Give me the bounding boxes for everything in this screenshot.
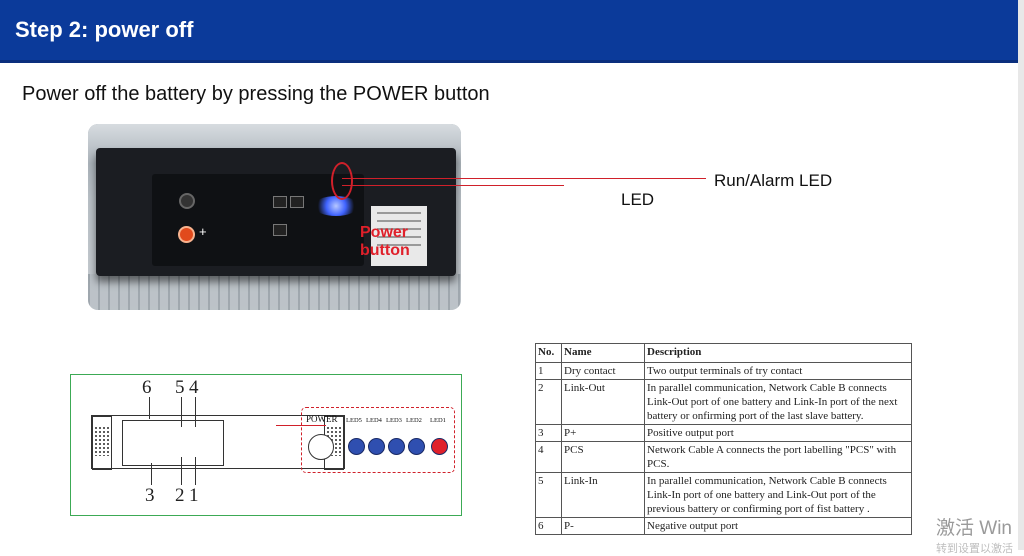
table-row: 2 Link-Out In parallel communication, Ne… bbox=[535, 379, 912, 425]
row-description: Two output terminals of try contact bbox=[644, 362, 912, 380]
slide-header: Step 2: power off bbox=[0, 0, 1018, 63]
instruction-text: Power off the battery by pressing the PO… bbox=[22, 83, 490, 105]
led2-icon bbox=[408, 438, 425, 455]
led1-icon bbox=[431, 438, 448, 455]
row-number: 3 bbox=[535, 424, 562, 442]
led3-icon bbox=[388, 438, 405, 455]
link-out-port-icon bbox=[273, 224, 287, 236]
leader-line-2 bbox=[181, 457, 182, 485]
plus-sign: + bbox=[199, 224, 207, 239]
power-button-highlight bbox=[331, 162, 353, 200]
terminal-panel bbox=[122, 420, 224, 466]
led3-label: LED3 bbox=[386, 417, 402, 424]
led4-label: LED4 bbox=[366, 417, 382, 424]
row-description: Negative output port bbox=[644, 517, 912, 535]
row-name: Link-Out bbox=[561, 379, 645, 425]
negative-terminal-icon bbox=[179, 193, 195, 209]
window-edge bbox=[1018, 0, 1024, 550]
link-in-port-icon bbox=[273, 196, 287, 208]
column-header-name: Name bbox=[561, 343, 645, 363]
column-header-no: No. bbox=[535, 343, 562, 363]
table-row: 4 PCS Network Cable A connects the port … bbox=[535, 441, 912, 473]
table-row: 1 Dry contact Two output terminals of tr… bbox=[535, 362, 912, 380]
activate-windows-subtext: 转到设置以激活 bbox=[936, 543, 1013, 555]
power-label: POWER bbox=[306, 414, 338, 424]
diagram-number-3: 3 bbox=[145, 485, 155, 506]
row-name: P- bbox=[561, 517, 645, 535]
battery-photo: + Power button bbox=[88, 124, 461, 310]
battery-front-panel bbox=[152, 174, 364, 266]
led5-icon bbox=[348, 438, 365, 455]
photo-table-surface bbox=[88, 274, 461, 310]
table-row: 5 Link-In In parallel communication, Net… bbox=[535, 472, 912, 518]
power-led-zoom-panel: POWER LED5 LED4 LED3 LED2 LED1 bbox=[301, 407, 455, 473]
power-button-label: Power button bbox=[360, 224, 410, 259]
row-name: Link-In bbox=[561, 472, 645, 518]
port-description-table: No. Name Description 1 Dry contact Two o… bbox=[535, 343, 912, 535]
leader-line-4 bbox=[195, 397, 196, 427]
left-mount-ear bbox=[92, 416, 112, 470]
pcs-port-icon bbox=[290, 196, 304, 208]
leader-line-3 bbox=[151, 463, 152, 485]
leader-line-1 bbox=[195, 457, 196, 485]
led5-label: LED5 bbox=[346, 417, 362, 424]
row-number: 6 bbox=[535, 517, 562, 535]
column-header-description: Description bbox=[644, 343, 912, 363]
row-description: Positive output port bbox=[644, 424, 912, 442]
row-number: 2 bbox=[535, 379, 562, 425]
positive-terminal-icon bbox=[178, 226, 195, 243]
row-name: P+ bbox=[561, 424, 645, 442]
battery-diagram: 6 5 4 3 2 1 POWER LED5 LED4 LED3 LED2 LE… bbox=[70, 374, 462, 516]
diagram-number-1: 1 bbox=[189, 485, 199, 506]
row-name: Dry contact bbox=[561, 362, 645, 380]
table-row: 6 P- Negative output port bbox=[535, 517, 912, 535]
row-number: 1 bbox=[535, 362, 562, 380]
row-number: 4 bbox=[535, 441, 562, 473]
diagram-number-6: 6 bbox=[142, 377, 152, 398]
diagram-number-4: 4 bbox=[189, 377, 199, 398]
led-label: LED bbox=[621, 190, 655, 209]
led-glow-icon bbox=[314, 196, 358, 216]
led4-icon bbox=[368, 438, 385, 455]
row-description: Network Cable A connects the port labell… bbox=[644, 441, 912, 473]
product-label-sticker bbox=[371, 206, 427, 266]
run-alarm-led-label: Run/Alarm LED bbox=[714, 171, 833, 190]
led2-label: LED2 bbox=[406, 417, 422, 424]
diagram-number-2: 2 bbox=[175, 485, 185, 506]
led1-label: LED1 bbox=[430, 417, 446, 424]
battery-unit: + bbox=[96, 148, 456, 276]
diagram-number-5: 5 bbox=[175, 377, 185, 398]
left-vent-grille bbox=[94, 426, 110, 456]
power-button-icon bbox=[308, 434, 334, 460]
leader-line-6 bbox=[149, 397, 150, 419]
led-callout-line bbox=[342, 185, 564, 186]
row-description: In parallel communication, Network Cable… bbox=[644, 472, 912, 518]
table-header-row: No. Name Description bbox=[535, 343, 912, 363]
run-alarm-callout-line bbox=[342, 178, 706, 179]
row-number: 5 bbox=[535, 472, 562, 518]
row-name: PCS bbox=[561, 441, 645, 473]
table-row: 3 P+ Positive output port bbox=[535, 424, 912, 442]
row-description: In parallel communication, Network Cable… bbox=[644, 379, 912, 425]
slide-title: Step 2: power off bbox=[15, 17, 194, 42]
leader-line-5 bbox=[181, 397, 182, 427]
activate-windows-watermark: 激活 Win bbox=[936, 518, 1013, 539]
